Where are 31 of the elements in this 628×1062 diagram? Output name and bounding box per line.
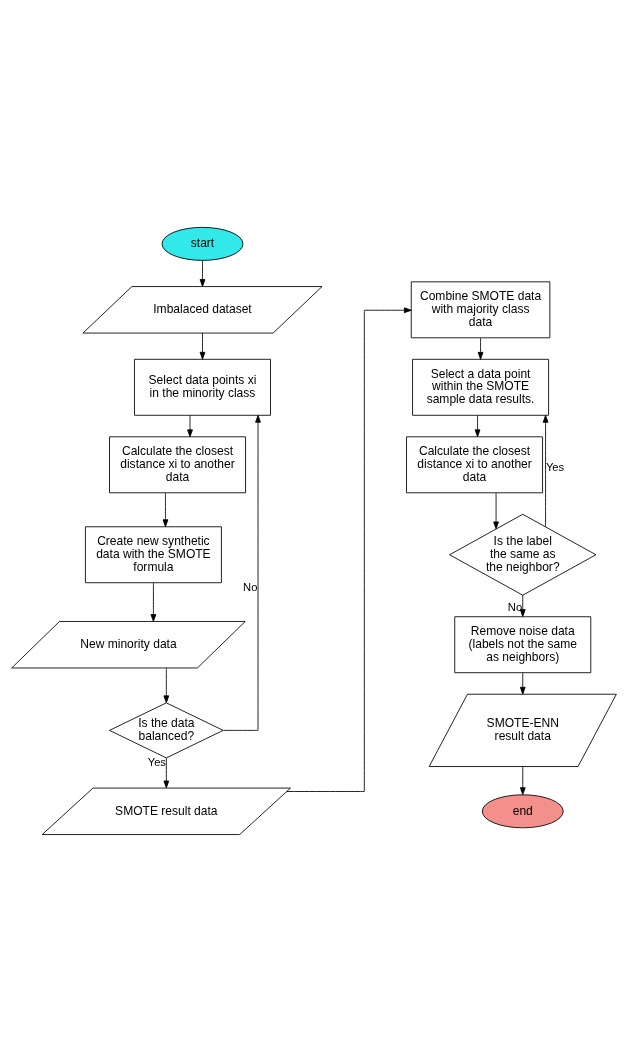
node-box: Remove noise data (labels not the same as neighbors)	[454, 616, 592, 674]
arrow	[163, 667, 170, 704]
arrow	[493, 492, 499, 530]
arrow	[199, 332, 206, 360]
arrow	[542, 415, 549, 528]
arrow	[162, 492, 169, 528]
arrow	[163, 757, 170, 789]
arrow	[199, 260, 206, 287]
edge-label: No	[507, 601, 523, 614]
node-diamond: Is the data balanced?	[109, 702, 224, 759]
arrow	[519, 672, 526, 695]
arrow	[519, 594, 526, 617]
node-box: Select a data point within the SMOTE sample data results.	[412, 358, 549, 416]
arrow	[187, 415, 193, 438]
node-diamond: Is the label the same as the neighbor?	[449, 513, 597, 596]
arrow	[150, 582, 157, 622]
arrow	[519, 766, 526, 795]
node-ellipse: start	[161, 226, 244, 261]
node-box: Calculate the closest distance xi to another data	[406, 436, 543, 494]
edge-label: Yes	[147, 756, 166, 769]
arrow	[474, 415, 481, 438]
node-box: Combine SMOTE data with majority class data	[410, 281, 551, 339]
arrow	[286, 307, 412, 792]
node-box: Create new synthetic data with the SMOTE formula	[84, 526, 222, 584]
arrow	[477, 337, 484, 360]
node-box: Select data points xi in the minority class	[134, 358, 271, 416]
node-box: Calculate the closest distance xi to another data	[109, 436, 246, 494]
edge-label: Yes	[545, 461, 565, 474]
edge-label: No	[243, 580, 258, 593]
node-ellipse: end	[481, 794, 564, 829]
arrow	[222, 414, 261, 731]
